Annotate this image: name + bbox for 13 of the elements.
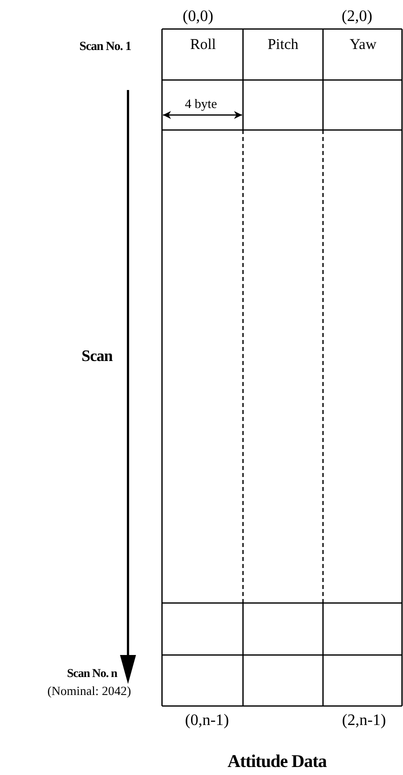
row-label: Scan No. 1 <box>79 40 131 53</box>
note-text: (Nominal: 2042) <box>47 685 131 698</box>
coordinate-label: (0,n-1) <box>185 713 229 730</box>
row-label: Scan No. n <box>66 667 117 680</box>
dimension-label: 4 byte <box>184 96 218 110</box>
column-header: Roll <box>190 38 216 53</box>
axis-label: Scan <box>82 349 112 366</box>
coordinate-label: (2,0) <box>342 9 372 26</box>
column-header: Pitch <box>268 38 298 53</box>
caption: Attitude Data <box>228 752 326 770</box>
column-header: Yaw <box>350 38 376 53</box>
coordinate-label: (2,n-1) <box>342 713 386 730</box>
coordinate-label: (0,0) <box>182 9 214 26</box>
